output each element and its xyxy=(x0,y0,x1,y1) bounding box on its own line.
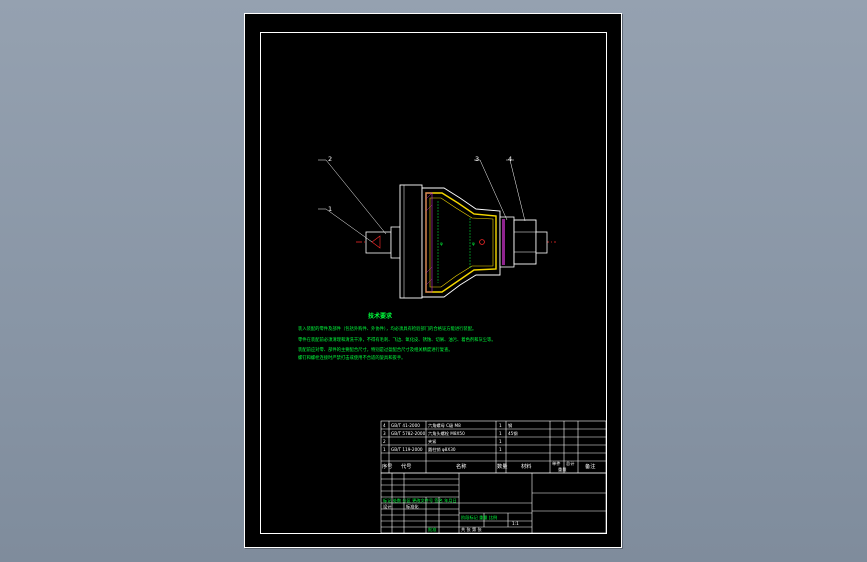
balloon-1: 1 xyxy=(328,205,332,213)
tech-req-title: 技术要求 xyxy=(368,312,393,320)
tech-req-line-1: 装入装配的零件及部件（包括外购件、外协件），均必须具有检验部门的合格证方能进行装… xyxy=(298,325,476,332)
header-weight: 重量 xyxy=(558,466,566,473)
section-hatch-left xyxy=(425,192,433,293)
header-remark: 备注 xyxy=(585,462,595,470)
balloon-2: 2 xyxy=(328,155,332,163)
header-material: 材料 xyxy=(521,462,531,470)
row-name: 圆柱销 φ8X30 xyxy=(428,446,456,453)
assembly-drawing: φ φ xyxy=(244,13,622,548)
outer-frame xyxy=(244,13,622,548)
design-label: 设计 xyxy=(383,503,391,510)
balloon-4: 4 xyxy=(508,155,512,163)
row-qty: 1 xyxy=(499,439,502,444)
assembly-view: φ φ xyxy=(318,155,556,299)
flange-plate xyxy=(399,184,423,299)
title-block-text: 标记 处数 分区 更改文件号 签名 年月日 设计 标准化 阶段标记 重量 比例 … xyxy=(383,497,519,533)
inner-frame xyxy=(260,32,607,534)
technical-requirements: 技术要求 装入装配的零件及部件（包括外购件、外协件），均必须具有检验部门的合格证… xyxy=(298,312,496,361)
change-row: 标记 处数 分区 更改文件号 签名 年月日 xyxy=(383,497,457,504)
row-no: 2 xyxy=(383,439,386,444)
nut-part-4 xyxy=(513,219,537,265)
dim-mark-left: φ xyxy=(440,241,443,246)
row-qty: 1 xyxy=(499,447,502,452)
pin-part-1 xyxy=(365,231,392,254)
parts-list-text: 4 GB/T 41-2000 六角螺母 C级 M8 1 钢 3 GB/T 578… xyxy=(382,422,595,473)
center-hole xyxy=(479,239,485,245)
balloon-3: 3 xyxy=(475,155,479,163)
row-name: 六角螺母 C级 M8 xyxy=(428,422,461,429)
tech-req-line-4: 螺钉和螺栓连接时严禁打击或使用不合适的旋具和扳手。 xyxy=(298,354,405,361)
row-name: 夹紧 xyxy=(428,438,436,445)
scale-value: 1:1 xyxy=(512,521,519,526)
row-no: 3 xyxy=(383,431,386,436)
row-qty: 1 xyxy=(499,423,502,428)
header-code: 代号 xyxy=(401,462,411,470)
row-qty: 1 xyxy=(499,431,502,436)
bolt-end xyxy=(535,231,548,254)
stage-row: 阶段标记 重量 比例 xyxy=(461,514,497,521)
tech-req-line-3: 装配前应对零、部件的主要配合尺寸，特别是过盈配合尺寸及相关精度进行复查。 xyxy=(298,346,453,353)
pin-cone xyxy=(371,235,381,249)
drawing-sheet: φ φ xyxy=(244,13,622,548)
header-total-weight: 总计 xyxy=(566,460,574,467)
header-no: 序号 xyxy=(382,462,392,470)
approve-label: 批准 xyxy=(428,526,436,533)
row-no: 1 xyxy=(383,447,386,452)
standard-label: 标准化 xyxy=(406,503,419,510)
tech-req-line-2: 零件在装配前必须清理和清洗干净，不得有毛刺、飞边、氧化皮、锈蚀、切屑、油污、着色… xyxy=(298,336,496,343)
row-code: GB/T 41-2000 xyxy=(391,423,420,428)
row-name: 六角头螺栓 M8X50 xyxy=(428,430,465,437)
title-block xyxy=(380,472,607,534)
inner-shell xyxy=(425,192,497,293)
sheet-row: 共 张 第 张 xyxy=(461,526,483,533)
row-material: 钢 xyxy=(508,422,512,429)
header-name: 名称 xyxy=(456,462,466,470)
row-code: GB/T 119-2000 xyxy=(391,447,423,452)
row-code: GB/T 5782-2000 xyxy=(391,431,426,436)
dim-mark-right: φ xyxy=(472,241,475,246)
row-material: 45钢 xyxy=(508,430,518,437)
header-qty: 数量 xyxy=(497,462,507,470)
header-unit-weight: 单件 xyxy=(552,460,560,467)
row-no: 4 xyxy=(383,423,386,428)
parts-list xyxy=(380,420,607,474)
